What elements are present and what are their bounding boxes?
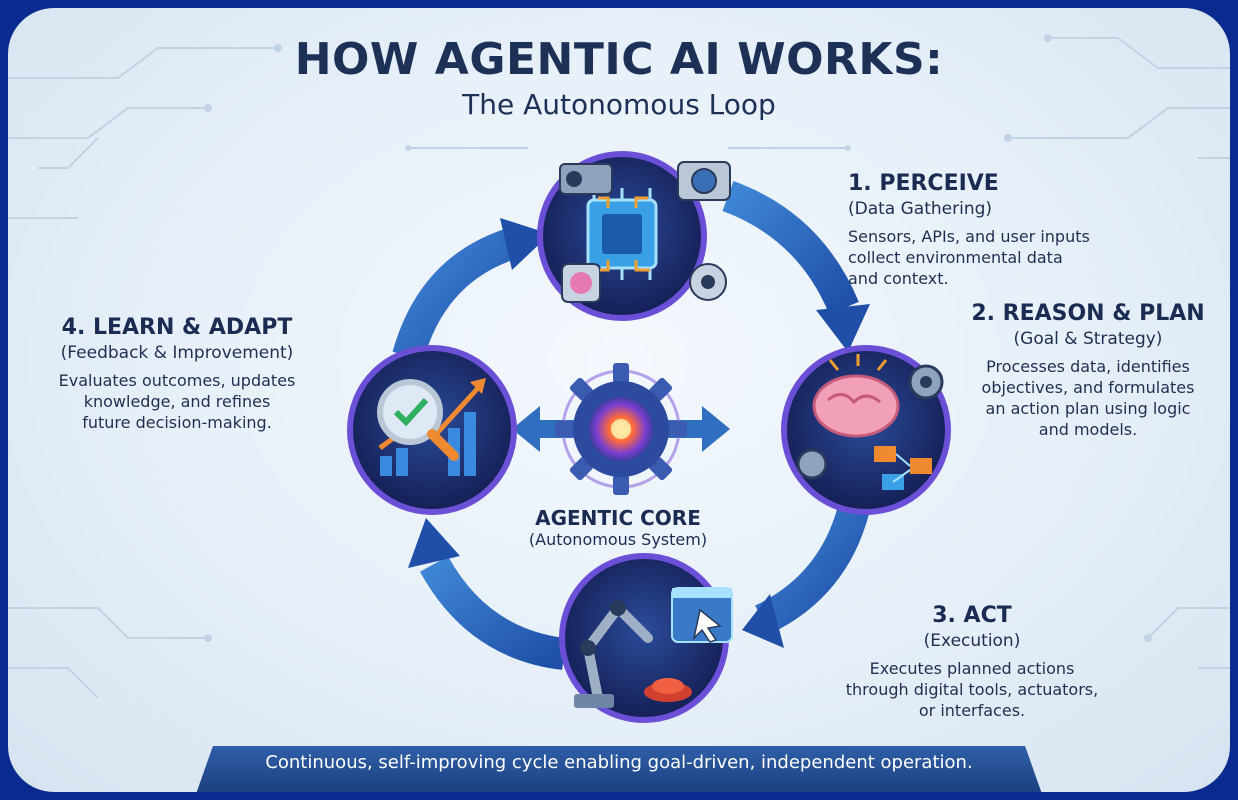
stage-act: 3. ACT (Execution) Executes planned acti… [782,602,1162,721]
loop-arrows [392,180,870,670]
stage-learn-adapt-title: 4. LEARN & ADAPT [61,315,293,340]
stage-act-description: Executes planned actions through digital… [845,659,1099,720]
stage-perceive-description: Sensors, APIs, and user inputs collect e… [848,227,1090,288]
stage-reason-plan-subtitle: (Goal & Strategy) [1013,329,1163,349]
stage-perceive-subtitle: (Data Gathering) [848,199,993,219]
core-gear-icon [555,363,687,495]
stage-perceive-title: 1. PERCEIVE [848,171,999,196]
stage-act-title: 3. ACT [932,603,1012,628]
footer-text: Continuous, self-improving cycle enablin… [265,752,973,773]
circuit-background [8,34,1230,699]
stage-learn-adapt: 4. LEARN & ADAPT (Feedback & Improvement… [16,314,338,433]
page-subtitle: The Autonomous Loop [462,88,776,121]
arrow-perceive-to-reason [722,180,859,315]
magnifier-chart-icon [347,345,517,515]
stage-learn-adapt-subtitle: (Feedback & Improvement) [60,343,294,363]
stage-reason-plan: 2. REASON & PLAN (Goal & Strategy) Proce… [952,300,1224,440]
brain-gear-icon [781,345,951,515]
core-label: AGENTIC CORE (Autonomous System) [498,506,738,550]
arrow-act-to-learn [419,556,567,670]
stage-reason-plan-description: Processes data, identifies objectives, a… [981,357,1195,439]
arrow-learn-to-perceive [392,228,516,361]
loop-diagram [347,151,951,723]
stage-reason-plan-title: 2. REASON & PLAN [971,301,1205,326]
infographic-frame: HOW AGENTIC AI WORKS: The Autonomous Loo… [8,8,1230,792]
stage-learn-adapt-description: Evaluates outcomes, updates knowledge, a… [58,371,296,432]
stage-act-subtitle: (Execution) [923,631,1021,651]
arrow-reason-to-act [754,503,870,635]
footer-banner [196,746,1042,792]
page-title: HOW AGENTIC AI WORKS: [294,34,944,85]
robot-arm-icon [559,553,733,723]
stage-perceive: 1. PERCEIVE (Data Gathering) Sensors, AP… [848,170,1208,289]
core-title: AGENTIC CORE [535,506,701,530]
sensor-chip-icon [537,151,731,321]
core-subtitle: (Autonomous System) [528,530,708,549]
